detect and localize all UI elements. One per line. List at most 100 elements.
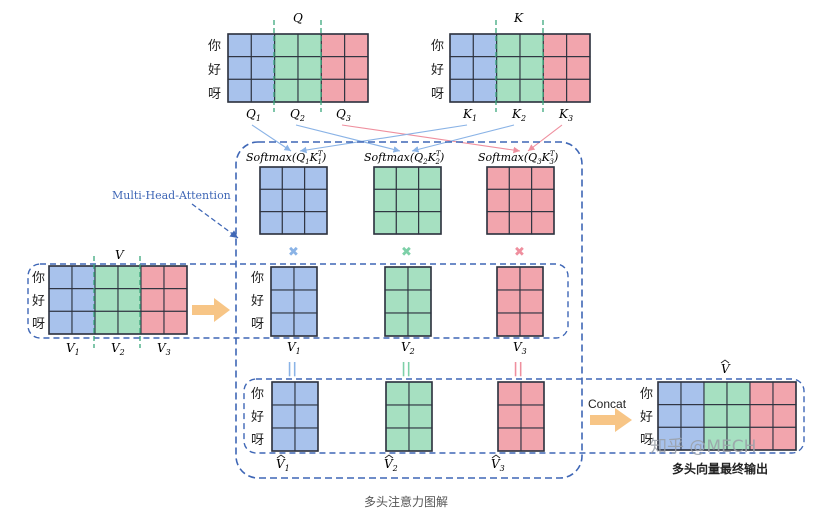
matrix-cell	[542, 56, 568, 80]
output-token-labels: 你 好 呀	[640, 387, 653, 448]
k-token-labels: 你 好 呀	[431, 39, 444, 102]
matrix-cell	[418, 188, 442, 213]
matrix-cell	[270, 312, 295, 337]
score-matrix-3	[486, 166, 555, 235]
hat-mark	[384, 454, 394, 459]
output-row-container	[243, 378, 805, 454]
matrix-cell	[408, 427, 433, 452]
matrix-border	[259, 166, 328, 235]
token-label: 好	[208, 63, 221, 78]
concat-label: Concat	[588, 397, 627, 411]
hat-mark	[720, 359, 730, 364]
matrix-cell	[94, 310, 119, 335]
v-token-labels: 你 好 呀	[32, 271, 45, 332]
matrix-cell	[772, 381, 797, 406]
multiply-icon: ✖	[401, 245, 412, 260]
q-sublabels: Q1 Q2 Q3	[246, 107, 351, 123]
matrix-cell	[270, 266, 295, 291]
matrix-cell	[163, 288, 188, 312]
matrix-cell	[519, 312, 544, 337]
token-label: 好	[251, 410, 264, 425]
matrix-cell	[384, 289, 409, 314]
matrix-cell	[344, 56, 369, 80]
matrix-cell	[270, 289, 295, 314]
q-title: Q	[293, 11, 303, 25]
matrix-cell	[486, 166, 510, 190]
attention-label-pointer	[191, 203, 239, 239]
arrow-k2	[411, 124, 515, 153]
matrix-cell	[519, 33, 544, 58]
matrix-cell	[519, 78, 544, 103]
matrix-cell	[385, 381, 410, 406]
watermark: 知乎 @MECH	[650, 437, 756, 457]
matrix-border	[384, 266, 432, 337]
v-row-container	[27, 263, 569, 339]
vhat-head-2	[385, 381, 433, 452]
equals-icon: ||	[513, 361, 523, 377]
matrix-cell	[250, 78, 276, 103]
k-sublabels: K1 K2 K3	[462, 107, 573, 123]
matrix-cell	[320, 56, 346, 80]
output-caption: 多头向量最终输出	[672, 461, 768, 476]
token-label: 你	[251, 271, 264, 286]
matrix-cell	[373, 211, 397, 235]
matrix-cell	[294, 427, 319, 452]
matrix-cell	[519, 56, 544, 80]
k2-label: K2	[511, 107, 526, 123]
vhat-head-3	[497, 381, 545, 452]
vhat-head-labels: V1 V2 V3	[276, 454, 505, 473]
matrix-cell	[274, 33, 299, 58]
matrix-cell	[71, 310, 96, 335]
vhat-head-tokens: 你 好 呀	[251, 387, 264, 448]
token-label: 呀	[32, 317, 45, 332]
matrix-cell	[657, 381, 682, 406]
vhat-label: V2	[384, 457, 398, 473]
matrix-cell	[48, 288, 73, 312]
matrix-cell	[407, 312, 432, 337]
matrix-cell	[304, 166, 328, 190]
v-head-1	[270, 266, 318, 337]
matrix-cell	[259, 211, 283, 235]
matrix-border	[270, 266, 318, 337]
matrix-cell	[508, 211, 533, 235]
matrix-cell	[508, 166, 533, 190]
matrix-cell	[449, 33, 474, 58]
matrix-cell	[772, 404, 797, 428]
matrix-cell	[227, 56, 252, 80]
matrix-cell	[385, 427, 410, 452]
matrix-cell	[71, 288, 96, 312]
token-label: 好	[640, 410, 653, 425]
matrix-cell	[519, 266, 544, 291]
token-label: 你	[32, 271, 45, 286]
matrix-cell	[520, 404, 545, 429]
v-head-2	[384, 266, 432, 337]
matrix-cell	[449, 78, 474, 103]
k-grid	[449, 33, 591, 103]
q1-label: Q1	[246, 107, 261, 123]
matrix-cell	[497, 381, 522, 406]
matrix-cell	[294, 381, 319, 406]
matrix-cell	[407, 289, 432, 314]
matrix-cell	[542, 33, 568, 58]
matrix-cell	[227, 78, 252, 103]
matrix-cell	[140, 288, 165, 312]
v-to-heads-arrow	[192, 298, 230, 322]
matrix-cell	[395, 188, 420, 213]
k3-label: K3	[558, 107, 573, 123]
matrix-cell	[407, 266, 432, 291]
qk-arrows	[251, 124, 563, 154]
matrix-cell	[274, 56, 299, 80]
matrix-cell	[520, 381, 545, 406]
attention-container	[235, 141, 583, 479]
matrix-border	[496, 266, 544, 337]
equals-icon: ||	[287, 361, 297, 377]
v-head-label: V3	[513, 340, 527, 356]
v-grid	[48, 265, 188, 335]
matrix-cell	[320, 78, 346, 103]
token-label: 呀	[431, 87, 444, 102]
matrix-cell	[520, 427, 545, 452]
matrix-cell	[293, 266, 318, 291]
